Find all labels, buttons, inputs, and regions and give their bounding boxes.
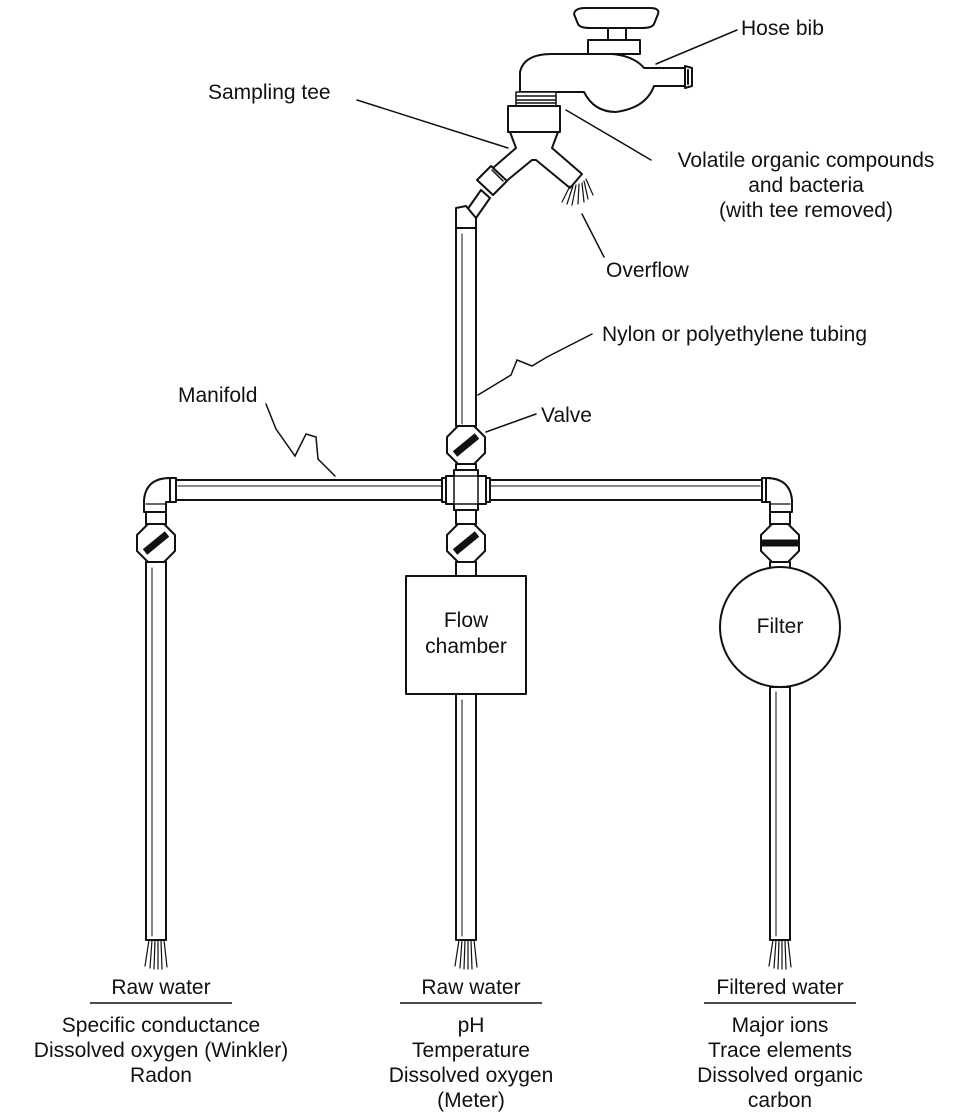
outlet-middle-header: Raw water bbox=[421, 976, 521, 999]
faucet-handle bbox=[573, 7, 660, 29]
main-tubing bbox=[455, 227, 477, 427]
middle-tubing bbox=[455, 693, 477, 941]
main-valve bbox=[446, 425, 486, 465]
leader-valve bbox=[485, 413, 537, 433]
leader-manifold bbox=[265, 403, 336, 477]
param-item: Dissolved organic bbox=[697, 1064, 863, 1087]
left-tubing bbox=[145, 561, 167, 941]
param-item: Major ions bbox=[731, 1014, 829, 1037]
middle-outlet-spray bbox=[454, 939, 478, 970]
label-voc: Volatile organic compounds and bacteria … bbox=[650, 148, 962, 223]
param-item: carbon bbox=[747, 1089, 813, 1112]
left-elbow bbox=[143, 477, 171, 513]
label-valve: Valve bbox=[541, 404, 592, 427]
outlet-right-header: Filtered water bbox=[716, 976, 844, 999]
tee-union-nut bbox=[476, 165, 508, 196]
param-item: Radon bbox=[130, 1064, 192, 1087]
faucet-threads bbox=[515, 91, 557, 107]
middle-valve bbox=[446, 523, 486, 563]
label-overflow: Overflow bbox=[606, 259, 689, 282]
outlet-left-header: Raw water bbox=[111, 976, 211, 999]
label-manifold: Manifold bbox=[178, 384, 258, 407]
right-outlet-spray bbox=[768, 939, 792, 970]
param-item: Trace elements bbox=[708, 1039, 852, 1062]
manifold-pipe-left bbox=[171, 479, 449, 501]
outlet-middle-params: pH Temperature Dissolved oxygen (Meter) bbox=[351, 1013, 591, 1113]
label-tubing: Nylon or polyethylene tubing bbox=[602, 323, 868, 346]
param-item: Temperature bbox=[412, 1039, 530, 1062]
param-item: (Meter) bbox=[437, 1089, 505, 1112]
label-voc-line3: (with tee removed) bbox=[719, 199, 893, 222]
flow-chamber-label-line2: chamber bbox=[425, 635, 507, 658]
right-tubing bbox=[769, 686, 791, 941]
leader-sampling-tee bbox=[356, 99, 509, 149]
flow-chamber-label: Flow chamber bbox=[406, 608, 526, 660]
right-valve bbox=[760, 523, 800, 563]
hose-bib-faucet bbox=[515, 7, 693, 113]
manifold-pipe-right bbox=[483, 479, 767, 501]
left-outlet-spray bbox=[144, 939, 168, 970]
label-sampling-tee: Sampling tee bbox=[208, 81, 331, 104]
leader-voc bbox=[565, 109, 652, 161]
filter-label: Filter bbox=[756, 615, 804, 638]
overflow-spray bbox=[561, 178, 594, 206]
flow-chamber-label-line1: Flow bbox=[443, 609, 489, 632]
label-voc-line2: and bacteria bbox=[748, 174, 864, 197]
flow-chamber-box bbox=[405, 575, 527, 695]
faucet-packing-nut bbox=[587, 39, 641, 55]
left-valve bbox=[136, 523, 176, 563]
leader-hose-bib bbox=[655, 29, 738, 65]
param-item: pH bbox=[457, 1014, 485, 1037]
right-elbow bbox=[765, 477, 793, 513]
sampling-tee bbox=[476, 105, 594, 206]
label-hose-bib: Hose bib bbox=[741, 17, 824, 40]
param-item: Dissolved oxygen (Winkler) bbox=[33, 1039, 289, 1062]
leader-overflow bbox=[581, 213, 605, 258]
faucet-stem bbox=[607, 27, 627, 41]
param-item: Specific conductance bbox=[61, 1014, 261, 1037]
param-item: Dissolved oxygen bbox=[388, 1064, 554, 1087]
tubing-elbow bbox=[455, 205, 477, 229]
leader-tubing bbox=[477, 333, 593, 396]
outlet-right-params: Major ions Trace elements Dissolved orga… bbox=[660, 1013, 900, 1113]
label-voc-line1: Volatile organic compounds bbox=[677, 149, 935, 172]
outlet-left-params: Specific conductance Dissolved oxygen (W… bbox=[6, 1013, 316, 1088]
